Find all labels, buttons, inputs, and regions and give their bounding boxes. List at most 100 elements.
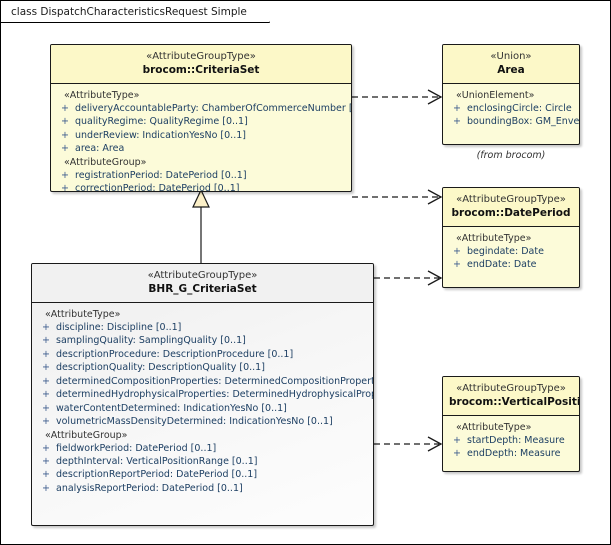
attribute-row[interactable]: + depthInterval: VerticalPositionRange [… bbox=[36, 455, 369, 468]
visibility-marker: + bbox=[42, 375, 50, 387]
attribute-label: fieldworkPeriod: DatePeriod [0..1] bbox=[56, 442, 217, 454]
visibility-marker: + bbox=[42, 348, 50, 360]
class-stereotype: «AttributeGroupType» bbox=[456, 383, 566, 394]
attribute-row[interactable]: + underReview: IndicationYesNo [0..1] bbox=[55, 129, 347, 142]
attribute-group-label: «AttributeType» bbox=[456, 421, 532, 433]
class-stereotype: «AttributeGroupType» bbox=[456, 194, 566, 205]
attribute-group-label: «AttributeType» bbox=[456, 232, 532, 244]
visibility-marker: + bbox=[42, 402, 50, 414]
attribute-row[interactable]: + determinedHydrophysicalProperties: Det… bbox=[36, 388, 373, 401]
visibility-marker: + bbox=[42, 469, 50, 481]
attribute-row[interactable]: + area: Area bbox=[55, 142, 347, 155]
attribute-label: discipline: Discipline [0..1] bbox=[56, 321, 182, 333]
attribute-label: descriptionReportPeriod: DatePeriod [0..… bbox=[56, 469, 258, 481]
class-header-vertical-position-range: «AttributeGroupType» brocom::VerticalPos… bbox=[443, 377, 579, 416]
visibility-marker: + bbox=[453, 116, 461, 128]
class-body-bhr-criteria-set: «AttributeType» + discipline: Discipline… bbox=[32, 303, 373, 502]
visibility-marker: + bbox=[42, 321, 50, 333]
class-name: Area bbox=[497, 63, 525, 76]
class-box-area[interactable]: «Union» Area «UnionElement» + enclosingC… bbox=[442, 44, 580, 145]
attribute-group-label: «AttributeGroup» bbox=[64, 156, 147, 168]
attribute-label: qualityRegime: QualityRegime [0..1] bbox=[75, 116, 248, 128]
visibility-marker: + bbox=[61, 143, 69, 155]
connector-generalization-bhr-to-criteriaset bbox=[192, 188, 210, 263]
visibility-marker: + bbox=[42, 389, 50, 401]
visibility-marker: + bbox=[453, 102, 461, 114]
attribute-label: enclosingCircle: Circle bbox=[467, 102, 572, 114]
class-name: brocom::CriteriaSet bbox=[142, 63, 260, 76]
attribute-label: startDepth: Measure bbox=[467, 434, 565, 446]
visibility-marker: + bbox=[61, 169, 69, 181]
attribute-label: endDepth: Measure bbox=[467, 448, 561, 460]
attribute-row[interactable]: + samplingQuality: SamplingQuality [0..1… bbox=[36, 334, 369, 347]
attribute-group-label: «AttributeType» bbox=[45, 308, 121, 320]
visibility-marker: + bbox=[61, 116, 69, 128]
class-name: brocom::DatePeriod bbox=[451, 206, 571, 219]
visibility-marker: + bbox=[42, 335, 50, 347]
attribute-label: samplingQuality: SamplingQuality [0..1] bbox=[56, 335, 246, 347]
visibility-marker: + bbox=[42, 362, 50, 374]
class-header-bhr-criteria-set: «AttributeGroupType» BHR_G_CriteriaSet bbox=[32, 264, 373, 303]
class-header-date-period: «AttributeGroupType» brocom::DatePeriod bbox=[443, 188, 579, 227]
attribute-row[interactable]: + waterContentDetermined: IndicationYesN… bbox=[36, 402, 369, 415]
visibility-marker: + bbox=[453, 448, 461, 460]
attribute-label: area: Area bbox=[75, 143, 125, 155]
attribute-row[interactable]: + begindate: Date bbox=[447, 245, 575, 258]
class-stereotype: «Union» bbox=[490, 51, 532, 62]
diagram-title-tab: class DispatchCharacteristicsRequest Sim… bbox=[1, 1, 280, 23]
attribute-row[interactable]: + startDepth: Measure bbox=[447, 434, 575, 447]
class-body-vertical-position-range: «AttributeType» + startDepth: Measure + … bbox=[443, 416, 579, 467]
visibility-marker: + bbox=[453, 245, 461, 257]
connector-dependency-bhr-to-verticalpositionrange bbox=[374, 436, 443, 452]
attribute-row[interactable]: + enclosingCircle: Circle bbox=[447, 102, 575, 115]
visibility-marker: + bbox=[42, 455, 50, 467]
class-box-vertical-position-range[interactable]: «AttributeGroupType» brocom::VerticalPos… bbox=[442, 376, 580, 472]
attribute-row[interactable]: + discipline: Discipline [0..1] bbox=[36, 321, 369, 334]
attribute-row[interactable]: + endDate: Date bbox=[447, 258, 575, 271]
class-header-area: «Union» Area bbox=[443, 45, 579, 84]
class-body-criteria-set: «AttributeType» + deliveryAccountablePar… bbox=[51, 84, 351, 192]
attribute-row[interactable]: + analysisReportPeriod: DatePeriod [0..1… bbox=[36, 482, 369, 495]
attribute-row[interactable]: + descriptionReportPeriod: DatePeriod [0… bbox=[36, 468, 369, 481]
attribute-row[interactable]: + registrationPeriod: DatePeriod [0..1] bbox=[55, 169, 347, 182]
connector-dependency-bhr-to-dateperiod bbox=[374, 270, 443, 286]
attribute-label: boundingBox: GM_Envelope bbox=[467, 116, 580, 128]
class-box-bhr-criteria-set[interactable]: «AttributeGroupType» BHR_G_CriteriaSet «… bbox=[31, 263, 374, 526]
attribute-row[interactable]: + endDepth: Measure bbox=[447, 447, 575, 460]
attribute-group-label: «AttributeGroup» bbox=[45, 429, 128, 441]
attribute-label: registrationPeriod: DatePeriod [0..1] bbox=[75, 169, 247, 181]
visibility-marker: + bbox=[61, 129, 69, 141]
attribute-label: descriptionProcedure: DescriptionProcedu… bbox=[56, 348, 294, 360]
class-box-date-period[interactable]: «AttributeGroupType» brocom::DatePeriod … bbox=[442, 187, 580, 288]
visibility-marker: + bbox=[453, 434, 461, 446]
attribute-label: waterContentDetermined: IndicationYesNo … bbox=[56, 402, 287, 414]
attribute-label: descriptionQuality: DescriptionQuality [… bbox=[56, 362, 265, 374]
attribute-label: depthInterval: VerticalPositionRange [0.… bbox=[56, 455, 258, 467]
attribute-label: volumetricMassDensityDetermined: Indicat… bbox=[56, 416, 333, 428]
attribute-row[interactable]: + boundingBox: GM_Envelope bbox=[447, 115, 579, 128]
attribute-label: endDate: Date bbox=[467, 259, 537, 271]
visibility-marker: + bbox=[61, 183, 69, 192]
attribute-group-label: «AttributeType» bbox=[64, 89, 140, 101]
attribute-row[interactable]: + fieldworkPeriod: DatePeriod [0..1] bbox=[36, 442, 369, 455]
visibility-marker: + bbox=[453, 259, 461, 271]
attribute-label: determinedCompositionProperties: Determi… bbox=[56, 375, 374, 387]
class-stereotype: «AttributeGroupType» bbox=[146, 51, 256, 62]
attribute-label: determinedHydrophysicalProperties: Deter… bbox=[56, 389, 373, 401]
attribute-row[interactable]: + descriptionProcedure: DescriptionProce… bbox=[36, 348, 369, 361]
connector-dependency-criteriaset-to-dateperiod bbox=[352, 189, 443, 205]
visibility-marker: + bbox=[42, 482, 50, 494]
attribute-row[interactable]: + determinedCompositionProperties: Deter… bbox=[36, 375, 373, 388]
attribute-row[interactable]: + correctionPeriod: DatePeriod [0..1] bbox=[55, 182, 347, 192]
class-name: BHR_G_CriteriaSet bbox=[148, 282, 257, 295]
class-box-criteria-set[interactable]: «AttributeGroupType» brocom::CriteriaSet… bbox=[50, 44, 352, 192]
visibility-marker: + bbox=[61, 102, 69, 114]
attribute-row[interactable]: + deliveryAccountableParty: ChamberOfCom… bbox=[55, 102, 351, 115]
attribute-label: analysisReportPeriod: DatePeriod [0..1] bbox=[56, 482, 243, 494]
visibility-marker: + bbox=[42, 416, 50, 428]
attribute-row[interactable]: + qualityRegime: QualityRegime [0..1] bbox=[55, 115, 347, 128]
attribute-label: begindate: Date bbox=[467, 245, 544, 257]
attribute-row[interactable]: + volumetricMassDensityDetermined: Indic… bbox=[36, 415, 369, 428]
attribute-row[interactable]: + descriptionQuality: DescriptionQuality… bbox=[36, 361, 369, 374]
class-stereotype: «AttributeGroupType» bbox=[147, 270, 258, 281]
